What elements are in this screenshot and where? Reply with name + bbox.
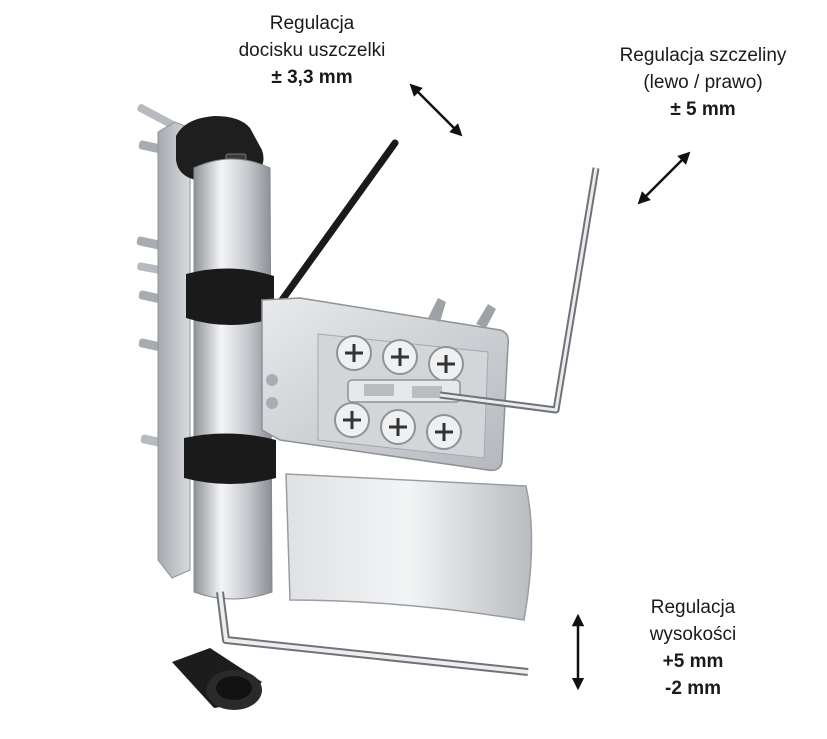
- seal-adjustment-label: Regulacja docisku uszczelki ± 3,3 mm: [200, 10, 424, 91]
- screw-5: [380, 409, 416, 445]
- double-arrow-diagonal-icon: [637, 151, 691, 205]
- double-arrow-diagonal-icon: [409, 83, 463, 137]
- black-end-cap: [172, 648, 262, 710]
- height-label-minus: -2 mm: [665, 678, 721, 699]
- screw-4: [334, 402, 370, 438]
- frame-plate: [157, 121, 191, 579]
- gap-label-line1: Regulacja szczeliny: [619, 45, 787, 66]
- seal-label-value: ± 3,3 mm: [271, 67, 353, 88]
- adjusting-screws: [334, 335, 464, 450]
- height-label-line1: Regulacja: [650, 597, 736, 618]
- height-label-plus: +5 mm: [662, 651, 724, 672]
- seal-label-line1: Regulacja: [269, 13, 355, 34]
- screw-2: [382, 339, 418, 375]
- height-label-line2: wysokości: [649, 624, 737, 645]
- hinge-cover: [285, 473, 533, 621]
- gap-label-value: ± 5 mm: [670, 99, 736, 120]
- barrel-rings: [184, 268, 276, 484]
- hinge-barrel: [193, 158, 273, 600]
- gap-adjustment-label: Regulacja szczeliny (lewo / prawo) ± 5 m…: [588, 42, 818, 123]
- seal-label-line2: docisku uszczelki: [238, 40, 386, 61]
- screw-3: [428, 346, 464, 382]
- plate-pins: [266, 298, 496, 409]
- screw-6: [426, 414, 462, 450]
- gap-label-line2: (lewo / prawo): [643, 72, 763, 93]
- screw-1: [336, 335, 372, 371]
- hex-key-upper: [278, 139, 399, 304]
- height-adjustment-label: Regulacja wysokości +5 mm -2 mm: [618, 594, 768, 702]
